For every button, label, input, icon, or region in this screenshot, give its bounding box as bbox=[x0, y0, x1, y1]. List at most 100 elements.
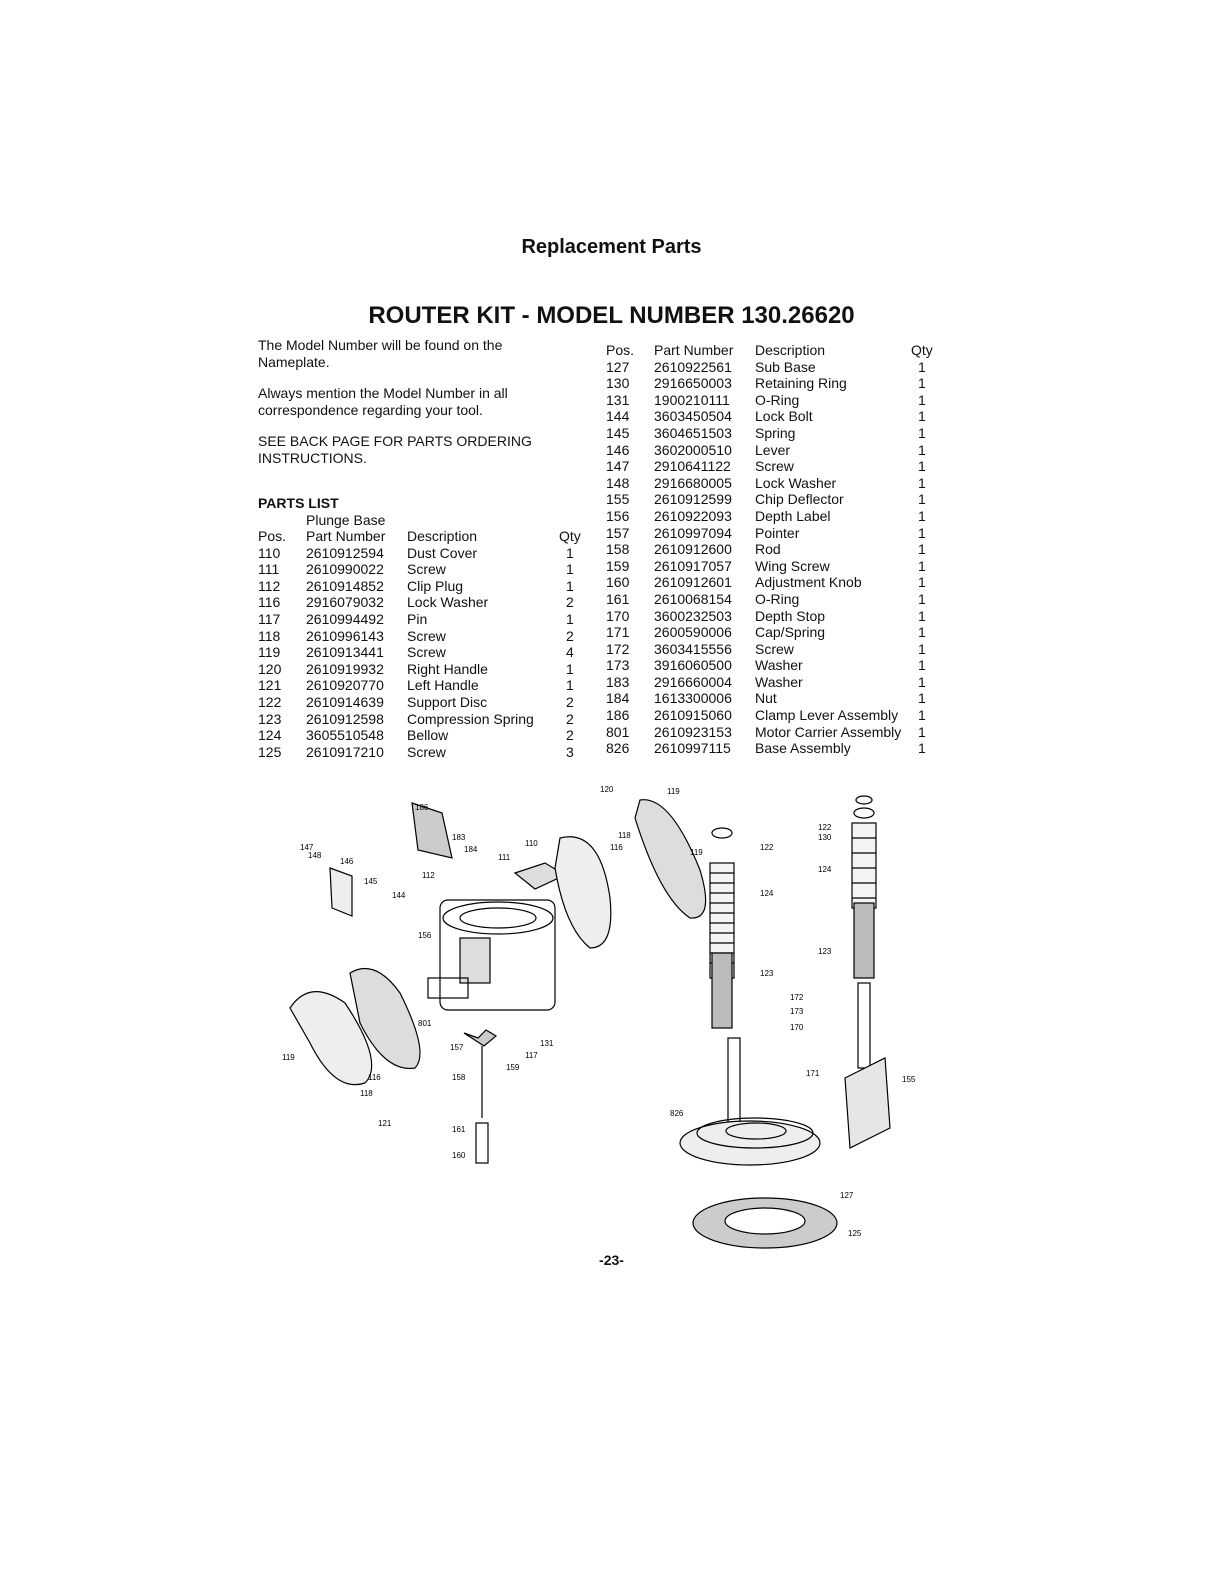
part-description: Screw bbox=[407, 561, 446, 578]
part-description: Compression Spring bbox=[407, 710, 534, 727]
part-description: Lock Bolt bbox=[755, 408, 813, 425]
callout-label: 117 bbox=[525, 1051, 538, 1060]
part-qty: 1 bbox=[917, 723, 926, 740]
part-pos: 127 bbox=[606, 358, 630, 375]
intro-correspondence: Always mention the Model Number in all c… bbox=[258, 385, 508, 418]
part-pos: 161 bbox=[606, 590, 630, 607]
part-number: 2916660004 bbox=[654, 673, 732, 690]
parts-list-label: PARTS LIST bbox=[258, 495, 339, 511]
part-number: 2610912594 bbox=[306, 544, 384, 561]
part-description: Screw bbox=[407, 627, 446, 644]
part-qty: 1 bbox=[565, 677, 574, 694]
part-qty: 1 bbox=[917, 640, 926, 657]
part-description: Washer bbox=[755, 657, 803, 674]
part-number: 2610919932 bbox=[306, 660, 384, 677]
callout-label: 121 bbox=[378, 1119, 392, 1128]
part-qty: 1 bbox=[917, 557, 926, 574]
part-qty: 1 bbox=[917, 690, 926, 707]
part-description: Right Handle bbox=[407, 660, 488, 677]
page-number: -23- bbox=[599, 1252, 624, 1268]
part-qty: 2 bbox=[565, 727, 574, 744]
part-qty: 1 bbox=[917, 524, 926, 541]
callout-label: 118 bbox=[618, 831, 631, 840]
part-number: 2610915060 bbox=[654, 707, 732, 724]
part-pos: 148 bbox=[606, 474, 630, 491]
part-description: Lock Washer bbox=[407, 594, 489, 611]
callout-label: 124 bbox=[760, 889, 774, 898]
part-qty: 1 bbox=[917, 441, 926, 458]
callout-label: 155 bbox=[902, 1075, 916, 1084]
part-number: 2910641122 bbox=[654, 458, 731, 475]
part-pos: 155 bbox=[606, 491, 630, 508]
part-description: Clip Plug bbox=[407, 577, 464, 594]
callout-label: 127 bbox=[840, 1191, 854, 1200]
part-pos: 111 bbox=[258, 561, 280, 578]
part-number: 3603450504 bbox=[654, 408, 732, 425]
part-qty: 1 bbox=[917, 740, 926, 757]
diagram-artwork bbox=[289, 795, 891, 1249]
part-pos: 112 bbox=[258, 577, 281, 594]
spring-left bbox=[709, 862, 735, 1029]
part-number: 3605510548 bbox=[306, 727, 384, 744]
parts-list-section: Plunge Base bbox=[306, 512, 386, 528]
callout-label: 125 bbox=[848, 1229, 862, 1238]
part-qty: 2 bbox=[565, 594, 574, 611]
part-number: 2610923153 bbox=[654, 723, 732, 740]
part-pos: 170 bbox=[606, 607, 630, 624]
callout-label: 826 bbox=[670, 1109, 684, 1118]
part-description: Depth Label bbox=[755, 507, 831, 524]
callout-label: 119 bbox=[667, 787, 680, 796]
callout-label: 157 bbox=[450, 1043, 464, 1052]
part-pos: 110 bbox=[258, 544, 281, 561]
part-qty: 1 bbox=[565, 610, 574, 627]
part-number: 3600232503 bbox=[654, 607, 732, 624]
part-qty: 1 bbox=[565, 660, 574, 677]
part-number: 2610917210 bbox=[306, 743, 384, 760]
part-description: Wing Screw bbox=[755, 557, 830, 574]
col-desc: Description bbox=[407, 528, 478, 544]
part-qty: 1 bbox=[565, 561, 574, 578]
callout-label: 170 bbox=[790, 1023, 804, 1032]
callout-label: 161 bbox=[452, 1125, 466, 1134]
part-number: 2610922561 bbox=[654, 358, 732, 375]
part-qty: 3 bbox=[565, 743, 574, 760]
col-qty: Qty bbox=[559, 528, 581, 544]
callout-label: 156 bbox=[418, 931, 432, 940]
part-qty: 1 bbox=[917, 507, 926, 524]
callout-label: 120 bbox=[600, 785, 614, 794]
callout-label: 122 bbox=[760, 843, 774, 852]
part-pos: 117 bbox=[258, 610, 281, 627]
part-number: 2610997094 bbox=[654, 524, 732, 541]
part-qty: 1 bbox=[565, 577, 574, 594]
part-description: Motor Carrier Assembly bbox=[755, 723, 902, 740]
part-description: Sub Base bbox=[755, 358, 816, 375]
part-number: 3916060500 bbox=[654, 657, 732, 674]
part-number: 2610912601 bbox=[654, 574, 732, 591]
part-number: 2610920770 bbox=[306, 677, 384, 694]
part-pos: 173 bbox=[606, 657, 630, 674]
part-description: Cap/Spring bbox=[755, 624, 826, 641]
part-description: Spring bbox=[755, 424, 796, 441]
callout-label: 122 bbox=[818, 823, 832, 832]
part-number: 2610913441 bbox=[306, 644, 384, 661]
